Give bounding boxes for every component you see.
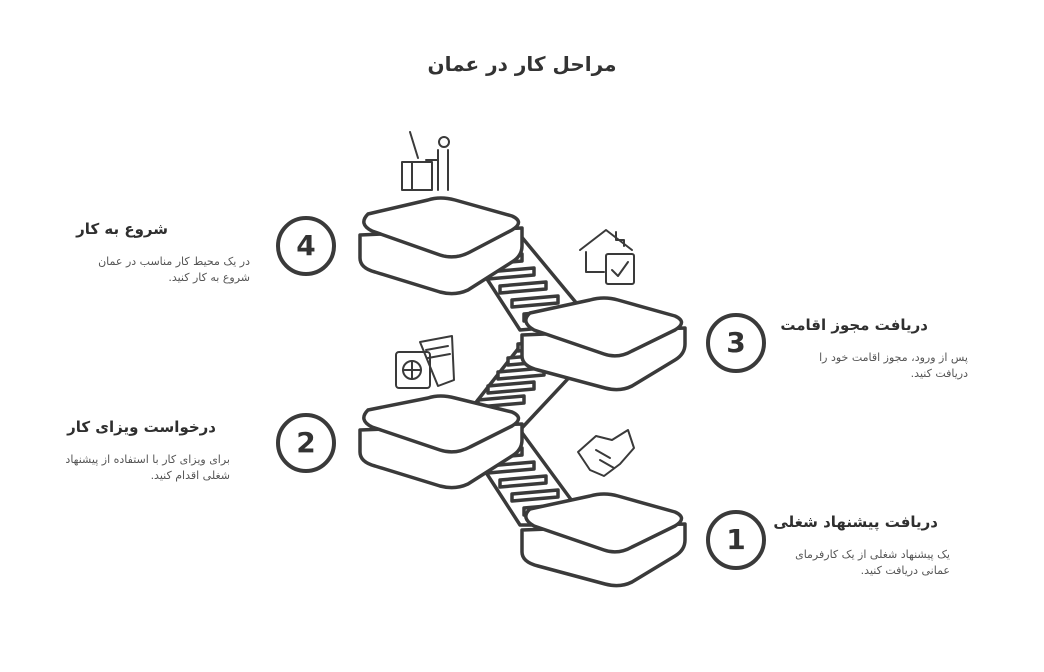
step-1-description: یک پیشنهاد شغلی از یک کارفرمای عمانی دری… xyxy=(795,548,950,577)
step-2-number: 2 xyxy=(276,413,336,473)
step-1-title: دریافت پیشنهاد شغلی xyxy=(773,513,938,531)
page-title: مراحل کار در عمان xyxy=(427,52,617,76)
step-4-number: 4 xyxy=(276,216,336,276)
step-4-title: شروع به کار xyxy=(76,220,168,238)
step-3-title: دریافت مجوز اقامت xyxy=(780,316,928,334)
handshake-icon xyxy=(577,429,635,477)
landing-4 xyxy=(358,196,524,296)
step-3-number: 3 xyxy=(706,313,766,373)
step-3-description: پس از ورود، مجوز اقامت خود را دریافت کنی… xyxy=(819,351,968,380)
landing-1 xyxy=(520,492,687,588)
landing-2 xyxy=(358,394,524,490)
step-4-description: در یک محیط کار مناسب در عمان شروع به کار… xyxy=(98,255,250,284)
step-1-number: 1 xyxy=(706,510,766,570)
step-2-title: درخواست ویزای کار xyxy=(67,418,216,436)
passport-ticket-icon xyxy=(395,335,455,389)
step-2-description: برای ویزای کار با استفاده از پیشنهاد شغل… xyxy=(65,453,230,482)
home-check-icon xyxy=(579,229,635,285)
landing-3 xyxy=(520,296,687,392)
desk-worker-icon xyxy=(401,131,450,191)
